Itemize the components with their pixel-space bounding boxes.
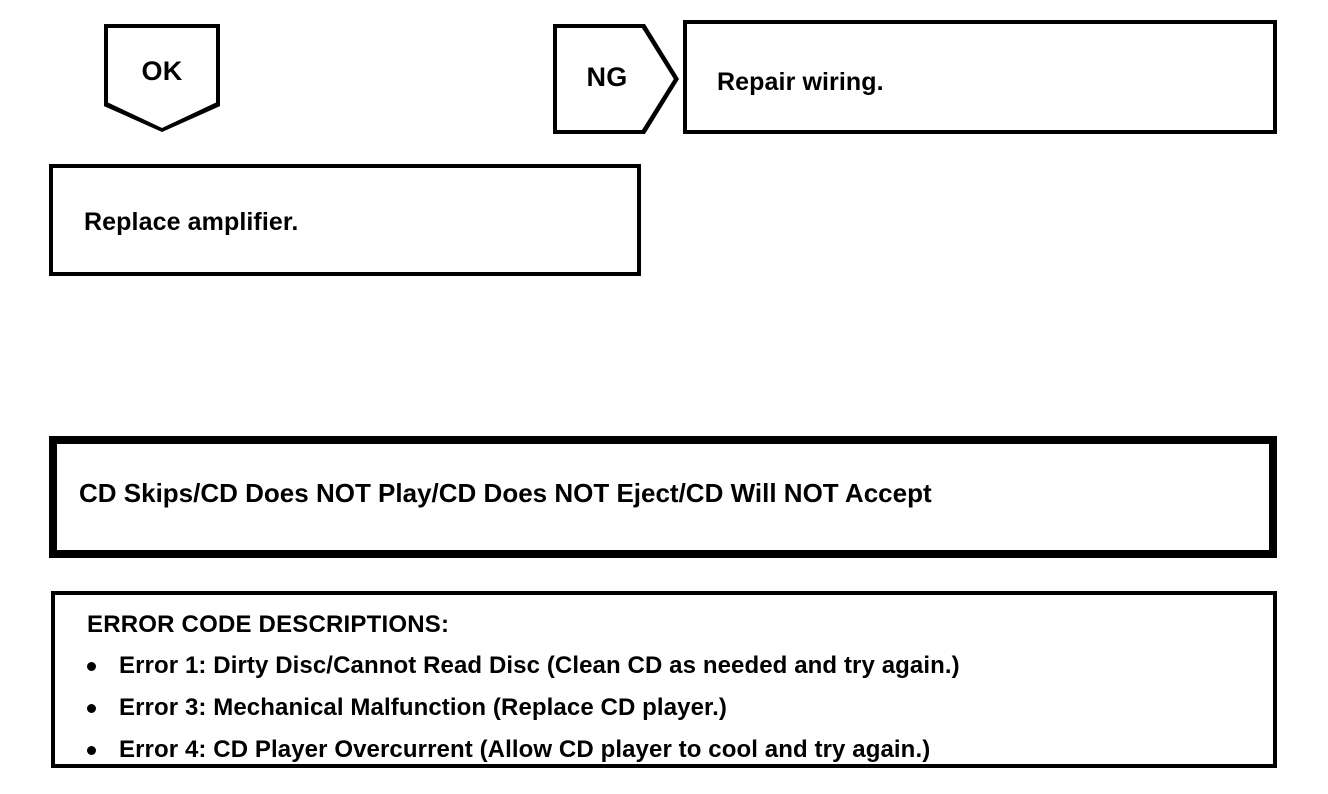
ok-decision-tag: OK <box>104 24 220 132</box>
section-title-box: CD Skips/CD Does NOT Play/CD Does NOT Ej… <box>49 436 1277 558</box>
list-item: Error 3: Mechanical Malfunction (Replace… <box>81 689 960 727</box>
bullet-dot-icon <box>87 703 96 713</box>
replace-amplifier-box: Replace amplifier. <box>49 164 641 276</box>
list-item-label: Error 3: Mechanical Malfunction (Replace… <box>119 693 728 721</box>
repair-wiring-text: Repair wiring. <box>717 68 884 96</box>
replace-amplifier-text: Replace amplifier. <box>84 208 299 236</box>
repair-wiring-box: Repair wiring. <box>683 20 1277 134</box>
ok-tag-label: OK <box>141 56 183 86</box>
ng-decision-tag: NG <box>553 24 679 134</box>
bullet-dot-icon <box>87 661 96 671</box>
error-codes-list: Error 1: Dirty Disc/Cannot Read Disc (Cl… <box>81 647 960 773</box>
bullet-dot-icon <box>87 745 96 755</box>
error-codes-heading: ERROR CODE DESCRIPTIONS: <box>87 611 450 638</box>
list-item: Error 1: Dirty Disc/Cannot Read Disc (Cl… <box>81 647 960 685</box>
list-item: Error 4: CD Player Overcurrent (Allow CD… <box>81 731 960 769</box>
section-title-text: CD Skips/CD Does NOT Play/CD Does NOT Ej… <box>79 478 932 508</box>
error-codes-box: ERROR CODE DESCRIPTIONS: Error 1: Dirty … <box>51 591 1277 768</box>
list-item-label: Error 1: Dirty Disc/Cannot Read Disc (Cl… <box>119 652 960 679</box>
list-item-label: Error 4: CD Player Overcurrent (Allow CD… <box>119 735 931 763</box>
ng-tag-label: NG <box>586 62 628 92</box>
